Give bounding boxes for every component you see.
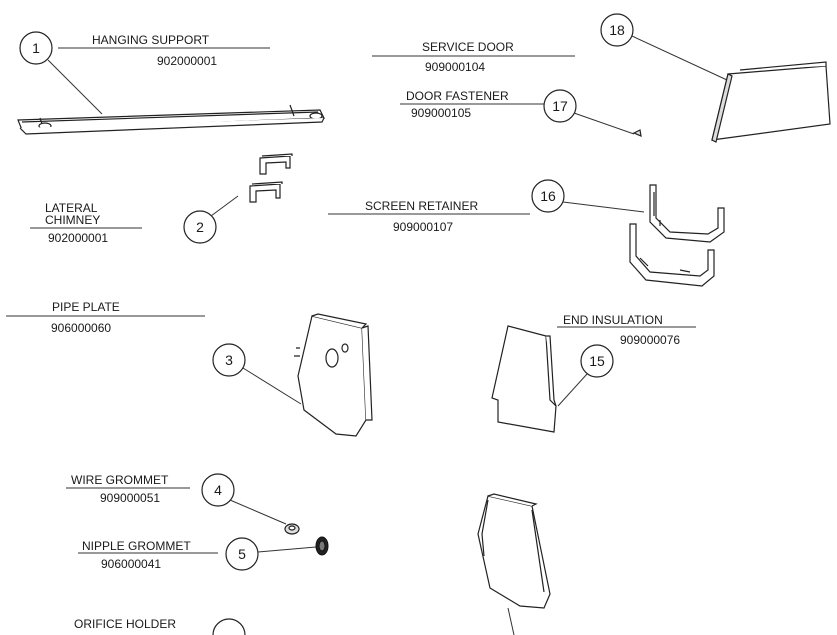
callout-number: 16 [540, 188, 556, 204]
callout-number: 17 [552, 98, 568, 114]
callout-number: 2 [196, 219, 204, 235]
part-code: 909000107 [393, 220, 453, 234]
leader-line [229, 499, 287, 525]
part-hanging-support: HANGING SUPPORT 902000001 1 [17, 31, 325, 135]
part-code: 909000076 [620, 333, 680, 347]
part-name: DOOR FASTENER [406, 89, 509, 103]
screen-retainer-drawing [629, 184, 725, 287]
callout-circle [531, 179, 565, 213]
callout-circle [19, 31, 53, 65]
callout-circle [543, 89, 577, 123]
part-lateral-chimney: LATERAL CHIMNEY 902000001 2 [30, 153, 293, 245]
part-name: SCREEN RETAINER [365, 199, 478, 213]
lateral-chimney-drawing [249, 153, 293, 203]
callout-circle [212, 618, 246, 635]
leader-line [242, 367, 302, 405]
part-name: ORIFICE HOLDER [74, 617, 176, 631]
callout-number: 18 [609, 22, 625, 38]
callout-circle [580, 344, 614, 378]
callout-number: 1 [32, 40, 40, 56]
hanging-support-drawing [17, 104, 325, 135]
part-name: WIRE GROMMET [71, 473, 169, 487]
part-code: 902000001 [157, 54, 217, 68]
part-code: 902000001 [48, 231, 108, 245]
part-service-door: SERVICE DOOR 909000104 18 [372, 13, 831, 143]
callout-circle [600, 13, 634, 47]
callout-number: 3 [225, 352, 233, 368]
part-name: HANGING SUPPORT [92, 33, 210, 47]
part-name: NIPPLE GROMMET [82, 539, 191, 553]
callout-number: 4 [214, 482, 222, 498]
callout-circle [212, 343, 246, 377]
leader-line [631, 35, 728, 81]
part-code: 906000041 [101, 557, 161, 571]
leader-line [210, 195, 239, 217]
leader-line [257, 546, 317, 553]
part-code: 906000060 [51, 321, 111, 335]
part-end-insulation: END INSULATION 909000076 15 [491, 313, 696, 433]
wire-grommet-drawing [284, 523, 300, 535]
part-pipe-plate: PIPE PLATE 906000060 3 [6, 300, 373, 437]
leader-line [47, 59, 103, 115]
door-fastener-drawing [632, 129, 642, 137]
part-screen-retainer: SCREEN RETAINER 909000107 16 [328, 179, 725, 287]
part-wire-grommet: WIRE GROMMET 909000051 4 [66, 473, 300, 535]
bottom-bracket-drawing [477, 493, 551, 635]
part-orifice-holder: ORIFICE HOLDER [74, 617, 246, 635]
part-name: PIPE PLATE [52, 300, 120, 314]
callout-number: 5 [238, 546, 246, 562]
part-name: END INSULATION [563, 313, 663, 327]
part-name: SERVICE DOOR [422, 40, 514, 54]
nipple-grommet-drawing [315, 536, 329, 556]
part-code: 909000051 [100, 491, 160, 505]
part-name-line2: CHIMNEY [45, 213, 100, 227]
part-nipple-grommet: NIPPLE GROMMET 906000041 5 [78, 536, 329, 571]
end-insulation-drawing [491, 325, 557, 433]
leader-line [557, 373, 588, 407]
callout-circle [225, 537, 259, 571]
part-door-fastener: DOOR FASTENER 909000105 17 [400, 89, 642, 137]
part-name-line1: LATERAL [45, 201, 98, 215]
service-door-drawing [711, 61, 831, 143]
pipe-plate-drawing [294, 313, 373, 437]
callout-number: 15 [589, 353, 605, 369]
leader-line [573, 112, 635, 135]
leader-line [562, 201, 645, 213]
callout-circle [183, 210, 217, 244]
part-code: 909000104 [425, 60, 485, 74]
callout-circle [201, 473, 235, 507]
part-code: 909000105 [411, 106, 471, 120]
